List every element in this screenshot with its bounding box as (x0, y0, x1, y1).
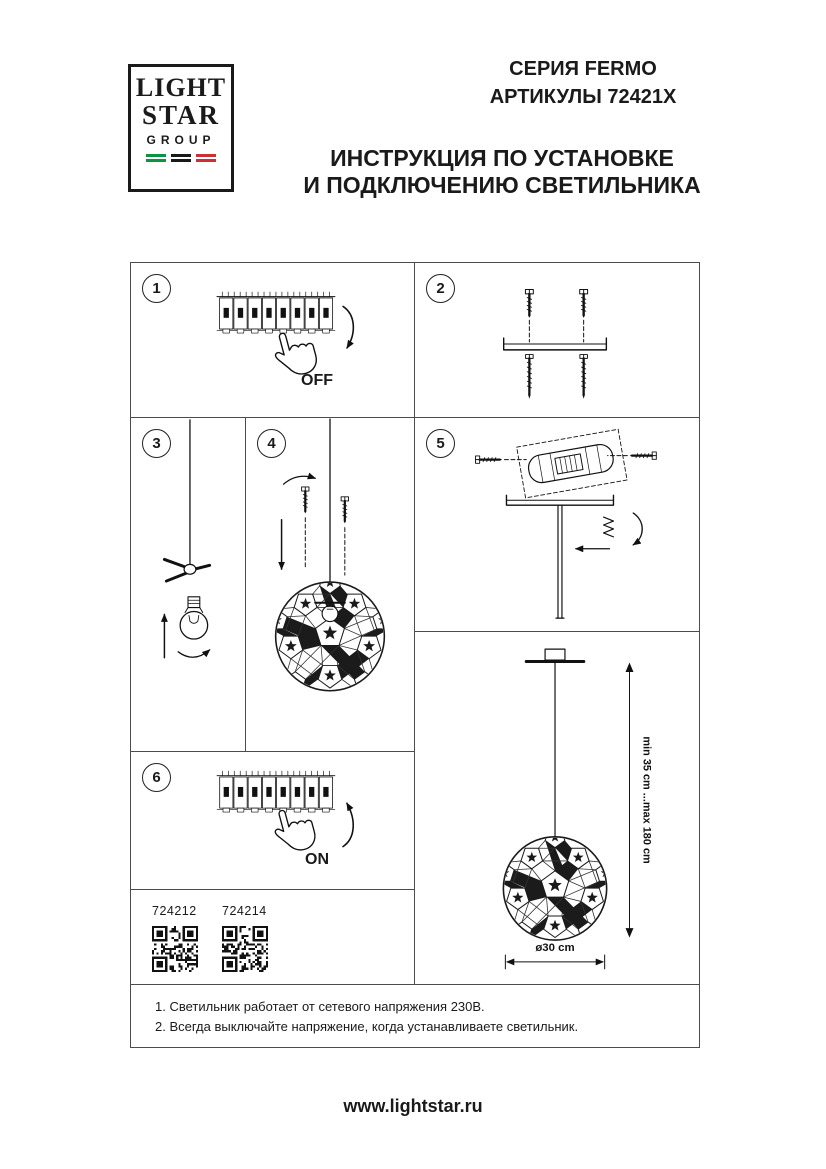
step-5-badge: 5 (426, 429, 455, 458)
panel-step-5: 5 (414, 417, 700, 632)
qr-code-1 (152, 926, 198, 972)
canopy-assembly-illustration (474, 428, 658, 619)
logo-text-group: GROUP (146, 133, 216, 148)
diagram-grid: 1 OFF 2 3 (130, 262, 700, 1048)
logo-text-star: STAR (141, 99, 221, 130)
panel-step-1: 1 OFF (130, 262, 415, 418)
instruction-title-line1: ИНСТРУКЦИЯ ПО УСТАНОВКЕ (330, 145, 674, 171)
italian-flag-icon (131, 154, 231, 163)
on-label: ON (305, 851, 329, 868)
step-3-badge: 3 (142, 429, 171, 458)
step-4-badge: 4 (257, 429, 286, 458)
cord-socket-bulb-illustration (160, 419, 212, 659)
note-1: 1. Светильник работает от сетевого напря… (155, 999, 485, 1014)
instruction-title-line2: И ПОДКЛЮЧЕНИЮ СВЕТИЛЬНИКА (303, 172, 701, 198)
note-2: 2. Всегда выключайте напряжение, когда у… (155, 1019, 579, 1034)
breaker-on-illustration (131, 752, 354, 857)
panel-step-3: 3 (130, 417, 246, 752)
step-2-badge: 2 (426, 274, 455, 303)
panel-step-2: 2 (414, 262, 700, 418)
lightstar-logo: LIGHT STAR GROUP (128, 64, 234, 192)
notes-panel: 1. Светильник работает от сетевого напря… (130, 984, 700, 1048)
series-title: СЕРИЯ FERMO (509, 58, 657, 80)
logo-text-light: LIGHT (135, 73, 227, 102)
mounting-bracket-illustration (503, 288, 608, 400)
flag-dark-segment (171, 154, 191, 163)
shade-assembly-illustration (274, 418, 386, 692)
flag-red-segment (196, 154, 216, 163)
product-codes-panel: 724212 724214 (130, 889, 415, 985)
off-label: OFF (301, 372, 333, 389)
qr-code-2 (222, 926, 268, 972)
flag-green-segment (146, 154, 166, 163)
panel-pendant-overview: min 35 cm ...max 180 cm ø30 cm (414, 631, 700, 985)
website-footer: www.lightstar.ru (343, 1096, 483, 1116)
breaker-off-illustration (131, 263, 355, 381)
pendant-lamp-illustration: min 35 cm ...max 180 cm ø30 cm (502, 648, 652, 970)
articles-title: АРТИКУЛЫ 72421X (489, 86, 677, 108)
height-dimension-label: min 35 cm ...max 180 cm (640, 736, 652, 864)
product-code-1: 724212 (152, 904, 197, 918)
diameter-dimension-label: ø30 cm (535, 942, 574, 954)
panel-step-4: 4 (245, 417, 415, 752)
instruction-title: ИНСТРУКЦИЯ ПО УСТАНОВКЕ И ПОДКЛЮЧЕНИЮ СВ… (300, 145, 704, 199)
product-code-2: 724214 (222, 904, 267, 918)
step-6-badge: 6 (142, 763, 171, 792)
step-1-badge: 1 (142, 274, 171, 303)
panel-step-6: 6 ON (130, 751, 415, 890)
